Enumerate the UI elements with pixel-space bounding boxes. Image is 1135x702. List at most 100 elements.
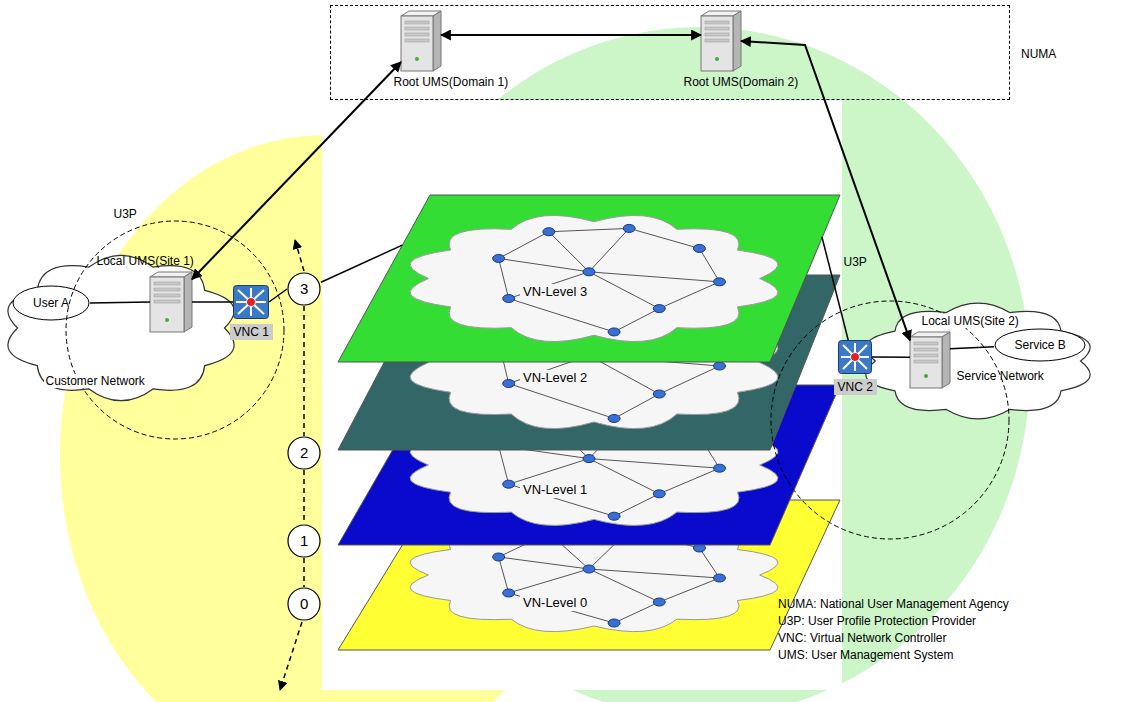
router-icon <box>543 529 555 537</box>
plane-surface <box>338 500 840 650</box>
callout-number-label: 0 <box>300 595 308 613</box>
network-link <box>549 530 629 533</box>
network-switch-outline <box>233 285 269 319</box>
network-link <box>589 272 720 282</box>
router-icon <box>693 544 705 552</box>
drive-bay <box>154 282 180 285</box>
router-icon <box>608 619 620 627</box>
network-link <box>699 436 719 468</box>
router-icon <box>653 490 665 498</box>
network-link <box>509 384 614 419</box>
drive-bay <box>914 360 938 363</box>
network-link <box>659 282 719 309</box>
network-link <box>509 569 589 593</box>
switch-arrows <box>841 343 869 371</box>
drive-bay <box>705 33 729 36</box>
router-icon <box>653 305 665 313</box>
router-icon <box>608 512 620 520</box>
network-link <box>509 459 589 485</box>
network-link <box>589 530 629 569</box>
legend-note: NUMA: National User Management Agency <box>778 597 1009 611</box>
callout-number-label: 3 <box>300 280 308 298</box>
root-server: Root UMS(Domain 1) <box>401 11 441 71</box>
router-icon <box>693 244 705 252</box>
drive-bay <box>154 300 180 303</box>
router-icon <box>543 228 555 236</box>
network-link <box>499 258 589 271</box>
network-switch-label: VNC 1 <box>230 324 273 340</box>
drive-bay <box>154 288 180 291</box>
drive-bay <box>405 39 429 42</box>
protection-circle: U3PVNC 2Local UMS(Site 2) <box>770 300 1010 540</box>
plane-surface <box>338 195 840 362</box>
network-link <box>499 557 509 593</box>
power-light <box>715 57 719 61</box>
router-icon <box>653 390 665 398</box>
local-server: Local UMS(Site 2) <box>910 332 950 388</box>
virtual-network-plane-label: VN-Level 0 <box>520 595 590 611</box>
network-link <box>699 548 719 578</box>
protection-circle-label: U3P <box>844 255 867 269</box>
endpoint-ellipse: User A <box>12 285 90 321</box>
router-icon <box>493 254 505 262</box>
ellipse-outline <box>995 329 1085 361</box>
callout-number-label: 2 <box>300 444 308 462</box>
agency-boundary-label: NUMA <box>1021 47 1056 61</box>
router-icon <box>493 338 505 346</box>
network-link <box>499 232 549 259</box>
router-icon <box>583 268 595 276</box>
level-up-arrow <box>295 240 304 271</box>
router-icon <box>714 574 726 582</box>
router-icon <box>543 310 555 318</box>
switch-core <box>851 353 860 362</box>
endpoint-ellipse: Service B <box>994 328 1086 362</box>
drive-bay <box>154 294 180 297</box>
network-cloud-label: Service Network <box>957 369 1044 383</box>
drive-bay <box>914 354 938 357</box>
network-link <box>499 420 549 446</box>
callout-circle <box>288 588 320 620</box>
callout-circle <box>288 525 320 557</box>
network-link <box>629 530 699 548</box>
server-side <box>433 11 441 71</box>
virtual-network-plane-outline <box>338 195 840 362</box>
network-link <box>549 420 589 458</box>
router-icon <box>503 589 515 597</box>
router-icon <box>653 598 665 606</box>
router-icon <box>583 455 595 463</box>
router-icon <box>693 432 705 440</box>
root-server-label: Root UMS(Domain 2) <box>684 75 799 89</box>
network-link <box>629 417 699 436</box>
callout-circle <box>288 437 320 469</box>
router-icon <box>493 442 505 450</box>
drive-bay <box>405 33 429 36</box>
network-link <box>499 342 509 384</box>
local-server: Local UMS(Site 1) <box>150 272 192 332</box>
legend-note: U3P: User Profile Protection Provider <box>778 614 976 628</box>
server-front <box>910 337 942 388</box>
network-link <box>589 569 659 602</box>
router-icon <box>623 526 635 534</box>
network-cloud <box>410 296 778 428</box>
network-link <box>499 533 549 557</box>
server-side <box>942 332 950 388</box>
network-switch: VNC 2 <box>838 340 872 374</box>
dashed-connector <box>303 470 305 524</box>
legend-note: VNC: Virtual Network Controller <box>778 631 947 645</box>
router-icon <box>543 416 555 424</box>
network-link <box>549 228 629 231</box>
root-server: Root UMS(Domain 2) <box>701 11 741 71</box>
level-down-arrow <box>280 622 302 690</box>
network-cloud <box>410 518 778 631</box>
router-icon <box>623 306 635 314</box>
local-server-label: Local UMS(Site 1) <box>97 254 194 268</box>
network-link <box>499 314 549 342</box>
plane-surface <box>338 385 840 545</box>
drive-bay <box>914 348 938 351</box>
root-server-label: Root UMS(Domain 1) <box>394 75 509 89</box>
endpoint-ellipse-label: User A <box>33 296 69 310</box>
server-side <box>184 272 192 332</box>
network-link <box>699 331 719 366</box>
network-link <box>549 417 629 420</box>
